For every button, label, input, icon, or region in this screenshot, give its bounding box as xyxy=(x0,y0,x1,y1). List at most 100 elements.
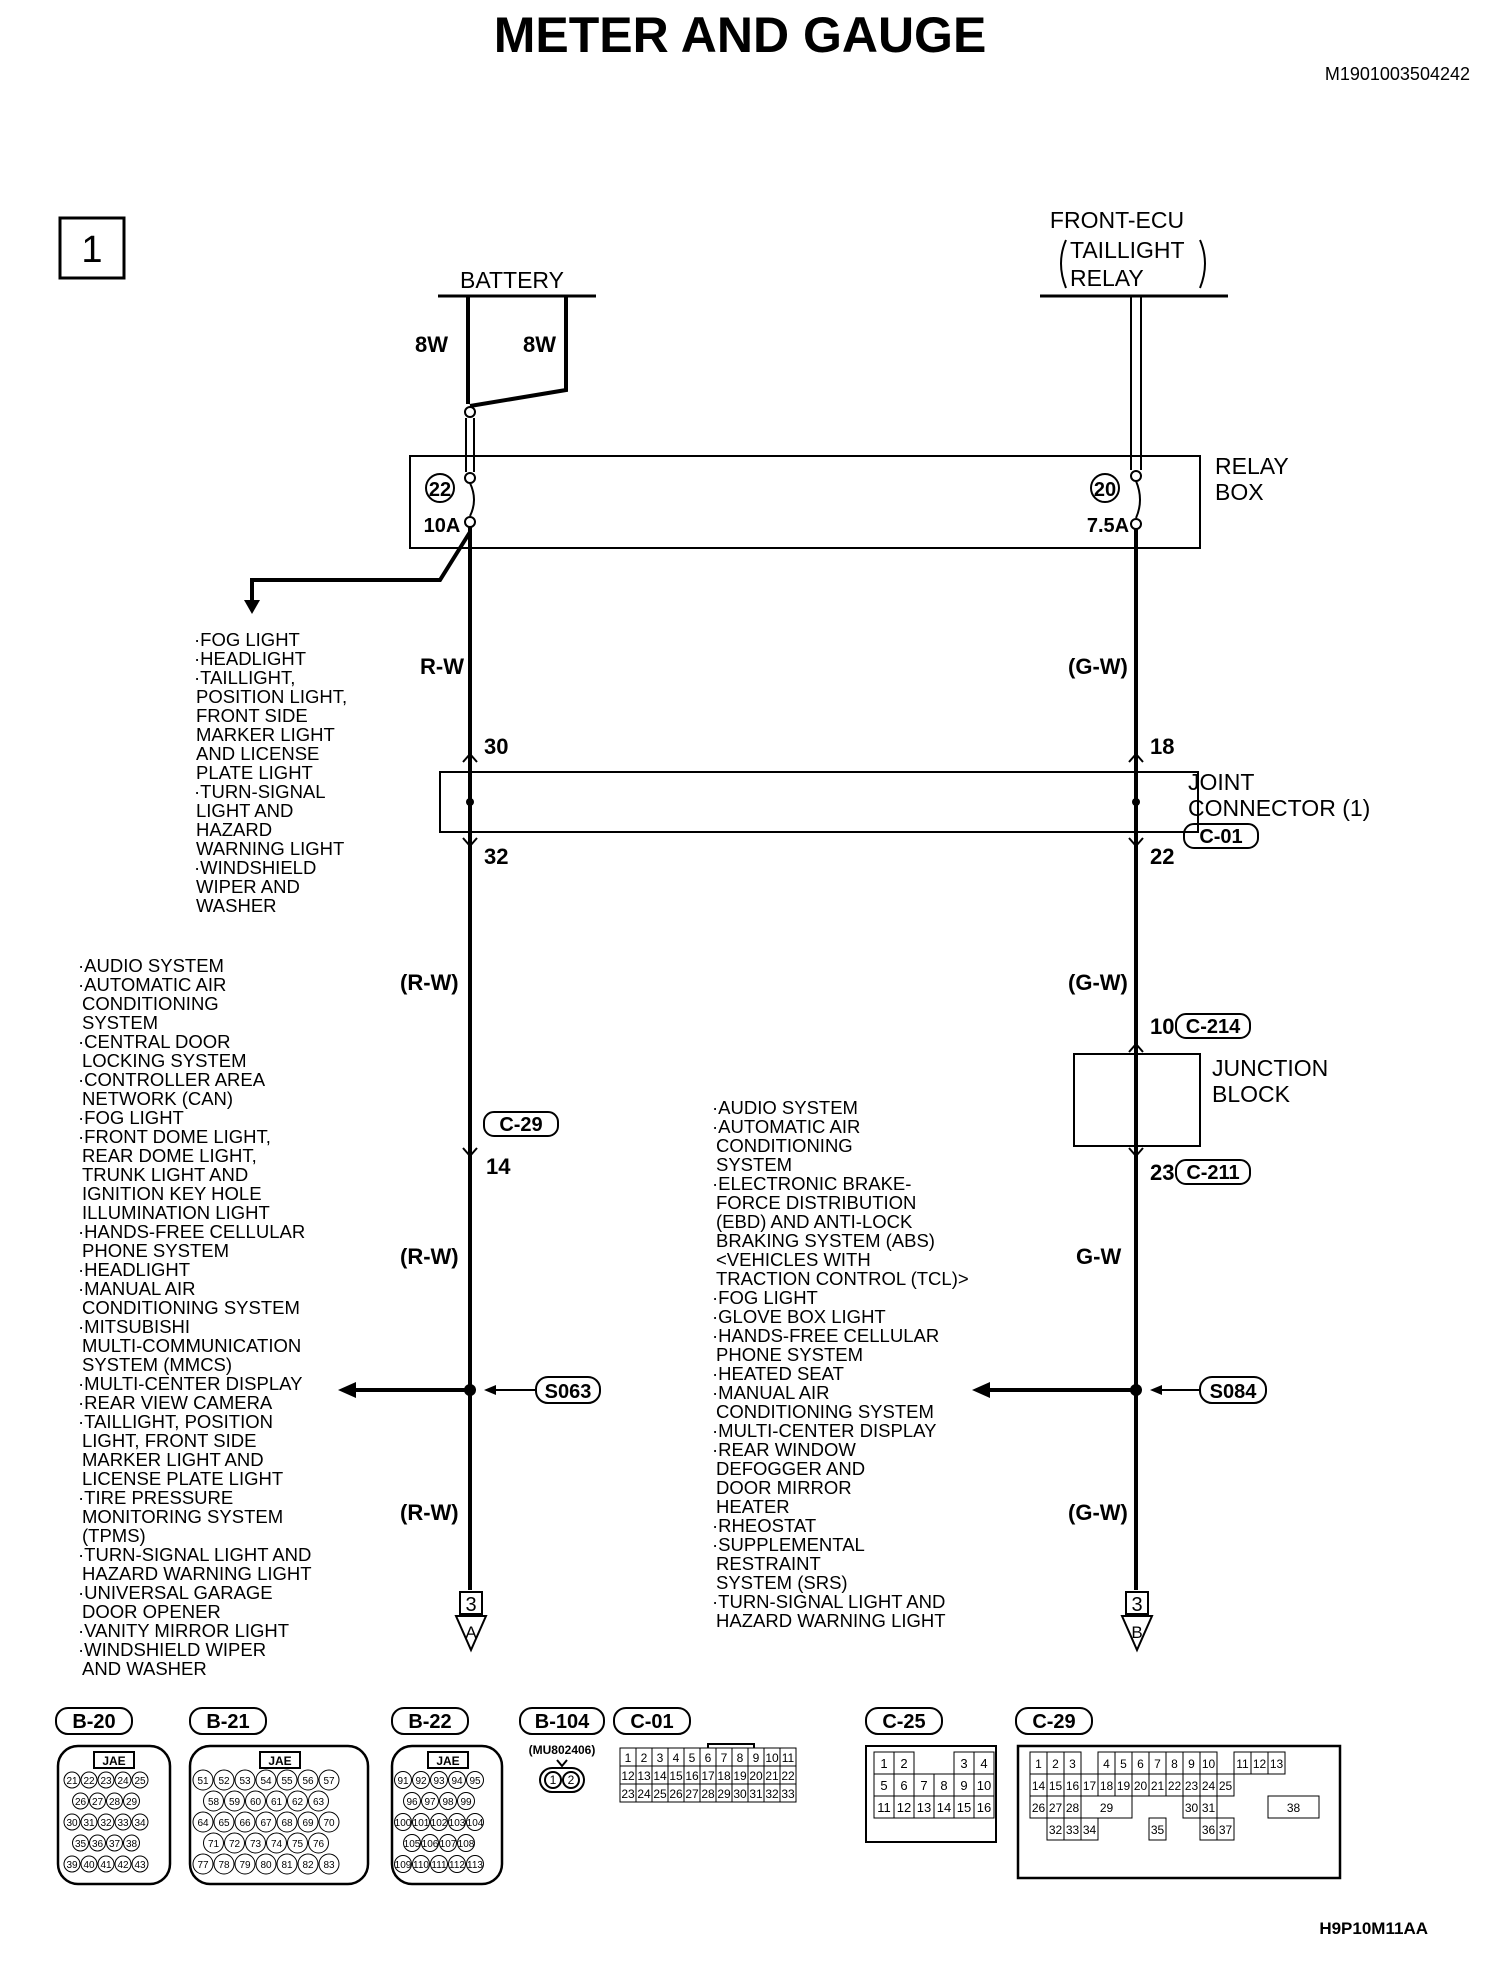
pin-label: 21 xyxy=(66,1776,78,1787)
svg-text:LIGHT AND: LIGHT AND xyxy=(196,800,293,821)
pin-cavity xyxy=(276,1769,298,1791)
pin-label: 22 xyxy=(83,1776,95,1787)
svg-text:MARKER LIGHT AND: MARKER LIGHT AND xyxy=(82,1449,264,1470)
pin-label: 104 xyxy=(467,1818,484,1829)
pin-label: 22 xyxy=(781,1769,795,1783)
svg-text:CONDITIONING SYSTEM: CONDITIONING SYSTEM xyxy=(82,1297,300,1318)
svg-text:(TPMS): (TPMS) xyxy=(82,1525,146,1546)
pin-label: 110 xyxy=(413,1860,429,1871)
pin-label: 4 xyxy=(980,1756,987,1771)
svg-text:·FOG LIGHT: ·FOG LIGHT xyxy=(78,1107,184,1128)
pin-cavity xyxy=(255,1811,277,1833)
joint-connector-tag: C-01 xyxy=(1199,826,1242,848)
pin-label: 23 xyxy=(621,1787,635,1801)
pin-label: 105 xyxy=(404,1839,421,1850)
svg-text:·MULTI-CENTER DISPLAY: ·MULTI-CENTER DISPLAY xyxy=(712,1420,936,1441)
pin-cavity xyxy=(448,1855,466,1873)
svg-text:·ELECTRONIC BRAKE-: ·ELECTRONIC BRAKE- xyxy=(712,1173,911,1194)
svg-text:·WINDSHIELD WIPER: ·WINDSHIELD WIPER xyxy=(78,1639,266,1660)
pin-label: 99 xyxy=(460,1797,472,1808)
svg-text:REAR DOME LIGHT,: REAR DOME LIGHT, xyxy=(82,1145,257,1166)
pin-cavity xyxy=(403,1834,421,1852)
pin-cavity xyxy=(1267,1751,1286,1775)
pin-label: 43 xyxy=(134,1860,146,1871)
pin-label: 62 xyxy=(292,1797,304,1808)
svg-text:1: 1 xyxy=(550,1773,557,1787)
fuse-left-rating: 10A xyxy=(424,515,461,537)
pin-label: 26 xyxy=(75,1797,87,1808)
splice-s063: S063 xyxy=(338,1376,601,1404)
pin-cavity xyxy=(72,1792,89,1810)
fuse-left-number: 22 xyxy=(429,479,451,501)
pin-label: 59 xyxy=(229,1797,241,1808)
pin-label: 11 xyxy=(782,1751,795,1765)
svg-text:AND WASHER: AND WASHER xyxy=(82,1658,207,1679)
pin-label: 75 xyxy=(292,1839,304,1850)
pin-label: 34 xyxy=(1083,1823,1097,1837)
right-splice-list: ·AUDIO SYSTEM ·AUTOMATIC AIR CONDITIONIN… xyxy=(712,1097,969,1631)
pin-label: 8 xyxy=(1171,1757,1178,1771)
pin-label: 30 xyxy=(1185,1801,1199,1815)
junction-block: 10 C-214 JUNCTION BLOCK 23 C-211 xyxy=(1073,1013,1328,1185)
pin-label: 25 xyxy=(1219,1779,1233,1793)
svg-text:MONITORING SYSTEM: MONITORING SYSTEM xyxy=(82,1506,283,1527)
pin-label: 9 xyxy=(960,1778,967,1793)
svg-text:POSITION LIGHT,: POSITION LIGHT, xyxy=(196,686,347,707)
pin-label: 3 xyxy=(1069,1757,1076,1771)
pin-label: 39 xyxy=(66,1860,78,1871)
pin-label: 96 xyxy=(406,1797,418,1808)
tag-c29: C-29 xyxy=(1032,1711,1075,1733)
pin-label: 57 xyxy=(323,1776,335,1787)
pin-cavity xyxy=(394,1813,412,1831)
wire-color-right-2: (G-W) xyxy=(1068,970,1128,995)
joint-pin-32: 32 xyxy=(484,844,508,869)
relay-box-label-1: RELAY xyxy=(1215,453,1289,479)
joint-pin-18: 18 xyxy=(1150,734,1174,759)
pin-label: 67 xyxy=(260,1818,272,1829)
fuse-branch-list: ·FOG LIGHT ·HEADLIGHT ·TAILLIGHT, POSITI… xyxy=(194,629,347,916)
pin-label: 19 xyxy=(733,1769,747,1783)
pin-cavity xyxy=(114,1771,132,1789)
svg-text:FRONT SIDE: FRONT SIDE xyxy=(196,705,308,726)
pin-label: 70 xyxy=(323,1818,335,1829)
splice-s084: S084 xyxy=(972,1376,1267,1404)
svg-text:WIPER AND: WIPER AND xyxy=(196,876,300,897)
pin-label: 33 xyxy=(781,1787,795,1801)
pin-cavity xyxy=(318,1853,340,1875)
pin-cavity xyxy=(192,1769,214,1791)
pin-label: 4 xyxy=(1103,1757,1110,1771)
relay-box: RELAY BOX 22 10A 20 7.5A xyxy=(409,453,1289,549)
svg-text:LICENSE PLATE LIGHT: LICENSE PLATE LIGHT xyxy=(82,1468,283,1489)
battery-source: BATTERY xyxy=(438,267,596,298)
pin-label: 13 xyxy=(637,1769,651,1783)
svg-text:CONDITIONING: CONDITIONING xyxy=(82,993,219,1014)
tag-b21: B-21 xyxy=(206,1711,249,1733)
front-ecu-source: FRONT-ECU TAILLIGHT RELAY xyxy=(1040,207,1228,298)
continuation-a-letter: A xyxy=(465,1623,477,1642)
pin-cavity xyxy=(412,1855,430,1873)
pin-cavity xyxy=(430,1855,448,1873)
pin-label: 20 xyxy=(749,1769,763,1783)
svg-text:·AUDIO SYSTEM: ·AUDIO SYSTEM xyxy=(712,1097,858,1118)
c29-tag: C-29 xyxy=(499,1114,542,1136)
pin-label: 32 xyxy=(1049,1823,1063,1837)
pin-label: 55 xyxy=(281,1776,293,1787)
svg-text:·MANUAL AIR: ·MANUAL AIR xyxy=(712,1382,830,1403)
splice-s063-label: S063 xyxy=(545,1381,592,1403)
pin-label: 33 xyxy=(1066,1823,1080,1837)
pin-label: 83 xyxy=(323,1860,335,1871)
pin-cavity xyxy=(131,1855,149,1873)
pin-label: 77 xyxy=(197,1860,209,1871)
pin-label: 19 xyxy=(1117,1779,1131,1793)
pin-label: 38 xyxy=(1287,1801,1301,1815)
pin-label: 61 xyxy=(271,1797,283,1808)
pin-label: 7 xyxy=(1154,1757,1161,1771)
svg-text:JAE: JAE xyxy=(436,1754,459,1768)
pin-label: 8 xyxy=(940,1778,947,1793)
pin-label: 82 xyxy=(302,1860,314,1871)
c29-connector-point: C-29 14 xyxy=(462,1111,559,1179)
joint-pin-22: 22 xyxy=(1150,844,1174,869)
pin-cavity xyxy=(276,1811,298,1833)
pin-cavity xyxy=(123,1792,140,1810)
